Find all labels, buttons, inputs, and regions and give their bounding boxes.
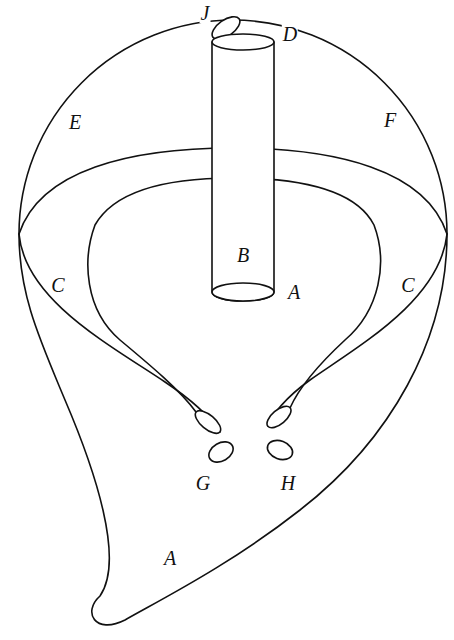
part-label: E <box>68 112 82 132</box>
left-tube-opening <box>192 407 225 438</box>
part-label: D <box>282 24 298 44</box>
part-label: H <box>280 473 296 493</box>
cylinder-top <box>212 34 274 50</box>
part-label: F <box>383 110 397 130</box>
right-tube-lobe <box>265 437 296 463</box>
part-label: A <box>287 282 301 302</box>
cylinder-bottom <box>212 283 274 301</box>
right-tube-opening <box>263 402 294 431</box>
part-label: B <box>236 245 250 265</box>
cylinder-body <box>212 42 274 301</box>
outer-surface <box>19 20 447 625</box>
part-label: C <box>400 275 415 295</box>
part-label: A <box>163 548 177 568</box>
left-tube-lobe <box>205 438 237 467</box>
right-tube-outer-edge <box>268 234 447 426</box>
left-tube-outer-edge <box>19 234 220 432</box>
part-label: J <box>200 3 211 23</box>
part-label: G <box>195 473 211 493</box>
part-label: C <box>50 275 65 295</box>
